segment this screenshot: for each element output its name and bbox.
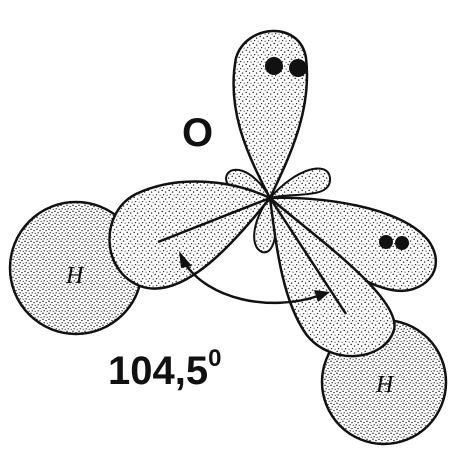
bonding-lobe-left: [108, 180, 272, 290]
angle-arrow-left: [179, 251, 192, 268]
lone-pair-lobe-top: [232, 29, 309, 201]
bonding-lobe-right: [268, 194, 396, 358]
angle-arrow-right: [314, 290, 330, 302]
back-lobe-right: [267, 167, 332, 200]
electron-dot: [395, 236, 409, 250]
bond-angle-degree: 0: [208, 345, 221, 372]
bond-angle-label: 104,50: [108, 345, 221, 393]
electron-dot: [289, 59, 307, 77]
hydrogen-left-label: H: [65, 263, 85, 289]
bond-axis-right: [268, 197, 348, 315]
bond-angle-arc: [182, 261, 319, 305]
bond-axis-left: [157, 196, 271, 244]
bond-angle-value: 104,5: [108, 349, 208, 393]
electron-dot: [265, 57, 283, 75]
electron-dot: [379, 235, 393, 249]
oxygen-label: O: [182, 111, 213, 155]
hydrogen-right-label: H: [375, 372, 395, 398]
